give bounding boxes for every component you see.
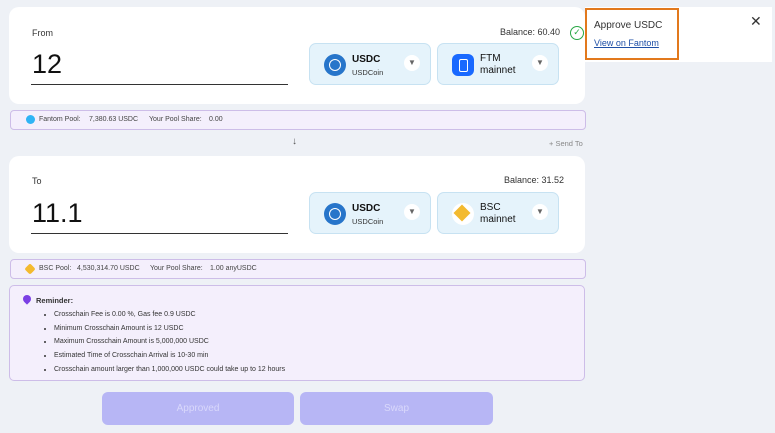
to-share-value: 1.00 anyUSDC	[210, 265, 257, 272]
usdc-icon	[324, 54, 346, 76]
swap-button[interactable]: Swap	[300, 392, 493, 425]
to-amount-underline	[31, 233, 288, 234]
reminder-title: Reminder:	[36, 296, 74, 305]
list-item: Estimated Time of Crosschain Arrival is …	[54, 349, 285, 363]
from-share-label: Your Pool Share:	[149, 116, 202, 123]
to-network-name: BSC mainnet	[480, 202, 516, 225]
to-pool-value: 4,530,314.70 USDC	[77, 265, 140, 272]
reminder-list: Crosschain Fee is 0.00 %, Gas fee 0.9 US…	[54, 308, 285, 376]
to-token-select[interactable]: USDC USDCoin ▼	[309, 192, 431, 234]
bsc-icon	[24, 263, 36, 275]
approve-toast: Approve USDC View on Fantom ✕	[585, 7, 772, 62]
pin-icon	[21, 293, 33, 305]
chevron-down-icon: ▼	[532, 204, 548, 220]
reminder-box: Reminder: Crosschain Fee is 0.00 %, Gas …	[9, 285, 585, 381]
from-pool-bar: Fantom Pool: 7,380.63 USDC Your Pool Sha…	[10, 110, 586, 130]
to-share-label: Your Pool Share:	[150, 265, 203, 272]
close-icon[interactable]: ✕	[750, 13, 762, 29]
from-pool-label: Fantom Pool:	[39, 116, 81, 123]
bsc-icon	[452, 203, 474, 225]
from-network-name: FTM mainnet	[480, 53, 516, 76]
usdc-icon	[324, 203, 346, 225]
list-item: Maximum Crosschain Amount is 5,000,000 U…	[54, 335, 285, 349]
from-network-select[interactable]: FTM mainnet ▼	[437, 43, 559, 85]
from-token-sub: USDCoin	[352, 68, 384, 77]
to-amount-output: 11.1	[32, 198, 83, 228]
to-balance: Balance: 31.52	[504, 175, 565, 185]
check-circle-icon: ✓	[570, 26, 584, 40]
list-item: Crosschain Fee is 0.00 %, Gas fee 0.9 US…	[54, 308, 285, 322]
fantom-icon	[452, 54, 474, 76]
arrow-down-icon[interactable]: ↓	[292, 136, 297, 147]
approved-button[interactable]: Approved	[102, 392, 294, 425]
from-balance: Balance: 60.40	[500, 27, 561, 37]
toast-title: Approve USDC	[594, 20, 663, 31]
from-label: From	[32, 28, 53, 38]
to-pool-label: BSC Pool:	[39, 265, 72, 272]
to-label: To	[32, 176, 42, 186]
to-card: To Balance: 31.52 11.1 USDC USDCoin ▼ BS…	[9, 156, 585, 253]
from-pool-value: 7,380.63 USDC	[89, 116, 139, 123]
from-token-name: USDC	[352, 54, 381, 65]
view-on-fantom-link[interactable]: View on Fantom	[594, 38, 659, 48]
chevron-down-icon: ▼	[404, 55, 420, 71]
chevron-down-icon: ▼	[532, 55, 548, 71]
from-amount-underline	[31, 84, 288, 85]
from-share-value: 0.00	[209, 116, 223, 123]
list-item: Crosschain amount larger than 1,000,000 …	[54, 363, 285, 377]
to-pool-bar: BSC Pool: 4,530,314.70 USDC Your Pool Sh…	[10, 259, 586, 279]
list-item: Minimum Crosschain Amount is 12 USDC	[54, 322, 285, 336]
from-card: From Balance: 60.40 12 USDC USDCoin ▼ FT…	[9, 7, 585, 104]
to-token-sub: USDCoin	[352, 217, 384, 226]
from-token-select[interactable]: USDC USDCoin ▼	[309, 43, 431, 85]
to-token-name: USDC	[352, 203, 381, 214]
fantom-icon	[26, 115, 35, 124]
send-to-link[interactable]: + Send To	[549, 139, 583, 148]
toast-highlight	[585, 8, 679, 60]
to-network-select[interactable]: BSC mainnet ▼	[437, 192, 559, 234]
from-amount-input[interactable]: 12	[32, 49, 63, 79]
chevron-down-icon: ▼	[404, 204, 420, 220]
